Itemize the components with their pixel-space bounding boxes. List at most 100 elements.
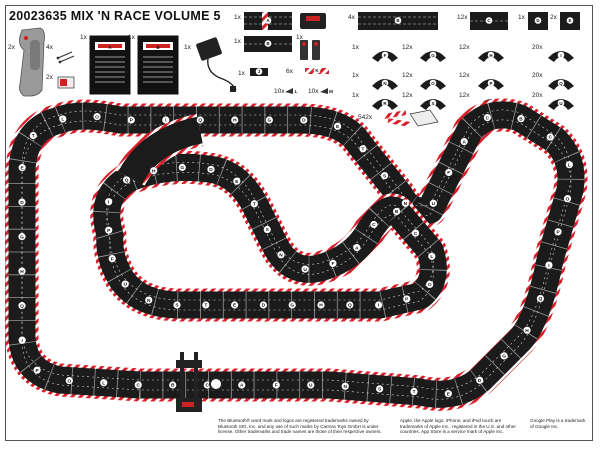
- lap-counter-pins-quantity: 4x: [46, 44, 53, 51]
- svg-text:H: H: [525, 328, 529, 334]
- curve-u-quantity: 20x: [532, 92, 543, 99]
- controller-part: [19, 27, 45, 97]
- track-piece-label: N: [277, 251, 285, 258]
- piece-e-quantity: 2x: [550, 14, 557, 21]
- track-piece-label: O: [563, 195, 572, 202]
- track-piece-label: G: [18, 233, 26, 240]
- svg-text:I: I: [165, 118, 167, 124]
- svg-text:O: O: [428, 282, 432, 288]
- track-piece-label: L: [565, 161, 573, 168]
- track-connector: [118, 116, 203, 185]
- track-piece-label: P: [554, 228, 562, 236]
- svg-text:I: I: [548, 263, 550, 269]
- curve-r-part: R: [372, 99, 398, 110]
- svg-text:A: A: [462, 139, 466, 145]
- track-piece-label: G: [178, 163, 186, 171]
- curve-h-part: H: [478, 51, 504, 62]
- track-piece-label: U: [121, 280, 129, 288]
- track-piece-label: E: [444, 390, 452, 397]
- curve-f-letter: F: [384, 53, 387, 58]
- guide-card-mark: [60, 79, 67, 86]
- svg-text:S: S: [383, 173, 387, 179]
- curve-o-letter: O: [431, 81, 435, 86]
- sign-piece-quantity: 1x: [296, 34, 303, 41]
- curve-r-letter: R: [383, 101, 387, 106]
- svg-text:U: U: [123, 282, 127, 288]
- svg-text:P: P: [130, 118, 134, 124]
- track-piece-label: F: [445, 168, 453, 176]
- svg-text:F: F: [111, 256, 114, 262]
- inner-track-loop: [90, 150, 450, 322]
- sign-piece-part: [300, 40, 308, 60]
- svg-text:T: T: [362, 146, 365, 152]
- track-piece-label: S: [380, 172, 389, 179]
- track-piece-label: F: [329, 259, 337, 267]
- track-piece-label: N: [401, 199, 409, 207]
- curve-p-quantity: 12x: [459, 72, 470, 79]
- svg-text:P: P: [107, 228, 111, 234]
- curve-g-letter: G: [431, 53, 435, 58]
- svg-text:S: S: [175, 303, 179, 309]
- svg-text:N: N: [404, 201, 408, 207]
- svg-text:A: A: [355, 245, 359, 251]
- curve-i-quantity: 20x: [532, 44, 543, 51]
- track-piece-label: T: [202, 301, 210, 309]
- curve-g-part: G: [420, 51, 446, 62]
- svg-text:D: D: [478, 378, 482, 384]
- track-piece-label: E: [231, 301, 239, 309]
- short-straight-k-letter: K: [315, 68, 319, 73]
- track-piece-label: H: [317, 301, 325, 309]
- curve-o-quantity: 12x: [402, 72, 413, 79]
- svg-text:U: U: [303, 267, 307, 273]
- svg-text:L: L: [568, 162, 571, 168]
- track-piece-label: H: [150, 167, 158, 174]
- track-piece-label: F: [108, 254, 116, 262]
- start-finish-straight-quantity: 1x: [234, 14, 241, 21]
- lap-counter-display: [306, 16, 320, 21]
- svg-text:E: E: [235, 179, 239, 185]
- track-piece-label: C: [370, 220, 378, 228]
- track-piece-label: P: [127, 116, 135, 124]
- track-piece-label: D: [300, 116, 308, 124]
- track-piece-label: S: [376, 385, 384, 393]
- manual-b-quantity: 1x: [128, 34, 135, 41]
- track-piece-label: N: [341, 382, 349, 390]
- manual-b-part: [137, 35, 179, 95]
- google-notice: Google Play is a trademark of Google Inc…: [530, 418, 586, 429]
- svg-text:Q: Q: [125, 178, 129, 184]
- clip-l-letter: L: [295, 89, 298, 94]
- small-connector-quantity: 1x: [238, 70, 245, 77]
- sign-piece-part-2: [312, 40, 320, 60]
- curve-n-part: N: [372, 79, 398, 90]
- border-pieces-quantity: 542x: [358, 114, 373, 121]
- power-supply-quantity: 1x: [184, 44, 191, 51]
- curve-p-letter: P: [489, 81, 492, 86]
- track-piece-label: D: [259, 301, 268, 309]
- track-piece-label: H: [523, 326, 531, 334]
- curve-f-quantity: 1x: [352, 44, 359, 51]
- page-title: 20023635 MIX 'N RACE VOLUME 5: [9, 9, 221, 23]
- track-piece-label: E: [333, 122, 342, 130]
- power-supply-part: [196, 37, 237, 92]
- svg-text:Q: Q: [20, 303, 24, 309]
- svg-text:H: H: [20, 269, 24, 275]
- curve-q-part: Q: [548, 79, 574, 90]
- track-piece-label: C: [411, 229, 420, 237]
- manual-a-part: [89, 35, 131, 95]
- curve-h-quantity: 12x: [459, 44, 470, 51]
- svg-text:O: O: [95, 114, 99, 120]
- track-piece-label: G: [265, 116, 273, 124]
- chicane-straight-letter: B: [266, 41, 270, 46]
- track-piece-label: G: [288, 301, 296, 309]
- controller-quantity: 2x: [8, 44, 15, 51]
- manual-b-letter: B: [156, 45, 160, 50]
- start-finish-straight-letter: A: [266, 18, 270, 23]
- track-piece-label: B: [169, 381, 177, 389]
- svg-text:Q: Q: [198, 118, 202, 124]
- svg-text:T: T: [32, 133, 35, 139]
- svg-text:S: S: [266, 227, 270, 233]
- track-piece-label: A: [353, 244, 361, 251]
